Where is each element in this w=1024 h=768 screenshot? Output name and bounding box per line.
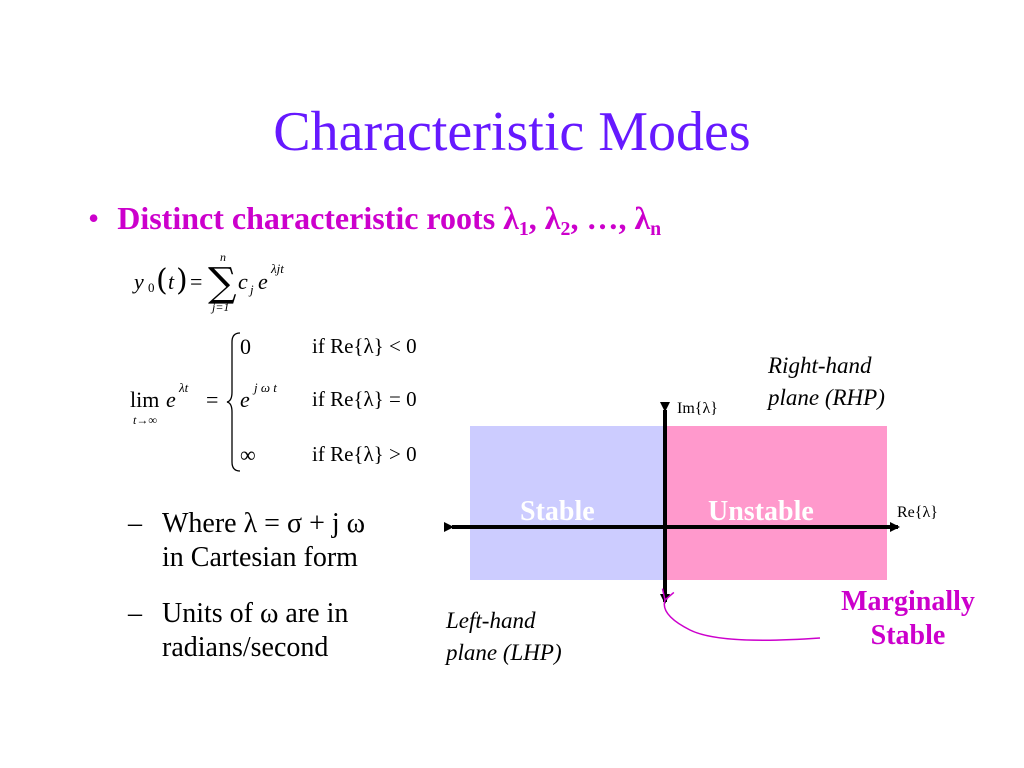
bullet-text: Distinct characteristic roots [117, 200, 496, 236]
limit-equation: lim t→∞ e λt = 0 if Re{λ} < 0 e j ω t if… [130, 330, 460, 475]
case-2-condition: if Re{λ} = 0 [312, 387, 417, 411]
case-2-exp: j ω t [254, 380, 277, 395]
case-1-value: 0 [240, 334, 251, 359]
complex-plane-diagram [444, 402, 900, 641]
case-3-condition: if Re{λ} > 0 [312, 442, 417, 466]
eq1-equals: = [190, 269, 203, 294]
eq1-paren-open: ( [156, 263, 168, 298]
eq1-c: c [238, 269, 248, 294]
eq1-y-sub: 0 [148, 280, 155, 295]
cases-brace-icon [226, 332, 241, 472]
eq2-lim-sub: t→∞ [133, 413, 157, 427]
main-bullet: • Distinct characteristic roots λ1, λ2, …… [88, 200, 661, 241]
stable-label: Stable [520, 496, 595, 527]
case-3-value: ∞ [240, 442, 256, 467]
zero-input-response-equation: y 0 ( t ) = n ∑ j=1 c j e λjt [130, 250, 330, 325]
eq2-e: e [166, 387, 176, 412]
marginally-stable-label: Marginally Stable [841, 586, 975, 651]
eq1-c-sub: j [250, 282, 254, 297]
eq1-y: y [134, 269, 144, 294]
marginal-pointer-icon [661, 588, 821, 641]
eq2-equals: = [206, 387, 219, 412]
dash-icon: – [128, 508, 142, 539]
slide-title: Characteristic Modes [273, 101, 751, 163]
rhp-label: Right-hand plane (RHP) [768, 353, 885, 410]
eq1-e: e [258, 269, 268, 294]
eq1-paren-close: ) [176, 263, 188, 298]
sub-bullet-cartesian: –Where λ = σ + j ω in Cartesian form [128, 508, 366, 573]
bullet-dot-icon: • [88, 200, 100, 236]
eq2-lim: lim [130, 387, 160, 412]
case-1-condition: if Re{λ} < 0 [312, 334, 417, 358]
summation-icon: ∑ [208, 260, 237, 306]
dash-icon: – [128, 598, 142, 629]
unstable-label: Unstable [708, 496, 814, 527]
eq2-exp: λt [179, 380, 189, 395]
eq1-sum-lower: j=1 [212, 300, 230, 314]
stable-region [470, 426, 665, 580]
sub-bullet-units: –Units of ω are in radians/second [128, 598, 349, 663]
unstable-region [665, 426, 887, 580]
lhp-label: Left-hand plane (LHP) [446, 608, 562, 665]
im-axis-label: Im{λ} [677, 400, 718, 417]
eq1-sum-upper: n [220, 250, 226, 264]
eq1-exponent: λjt [271, 261, 284, 276]
roots-list: λ1, λ2, …, λn [503, 200, 662, 240]
re-axis-label: Re{λ} [897, 504, 938, 521]
case-2-value: e [240, 387, 250, 412]
eq1-t: t [168, 269, 175, 294]
